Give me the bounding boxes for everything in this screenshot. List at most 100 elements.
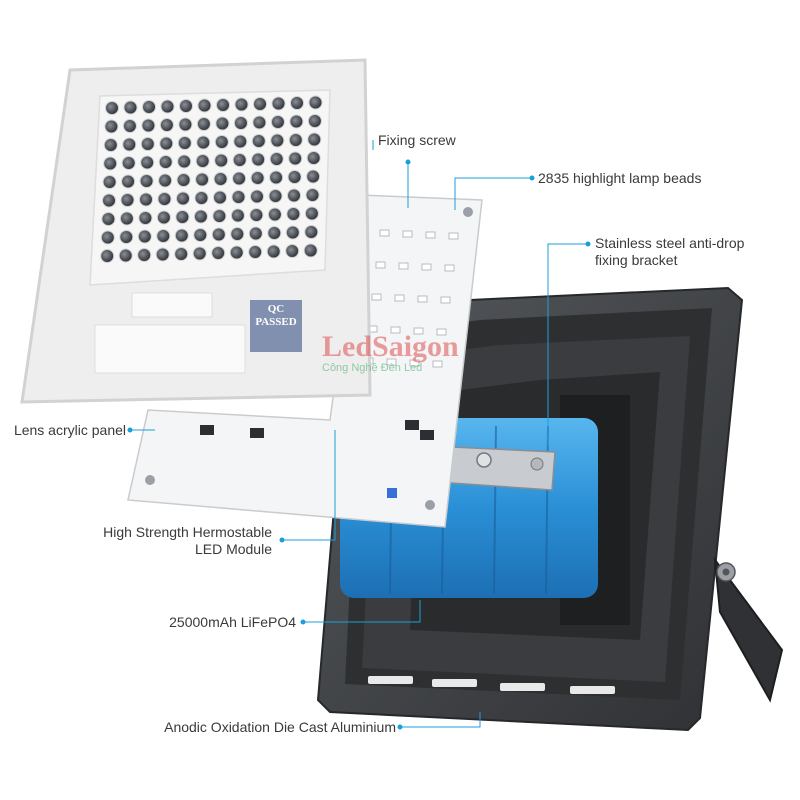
lens-bead <box>104 119 119 134</box>
lens-bead <box>195 172 210 187</box>
lens-bead <box>155 247 170 262</box>
callout-housing: Anodic Oxidation Die Cast Aluminium <box>120 719 396 736</box>
lens-bead <box>100 249 115 263</box>
lens-bead <box>197 98 212 113</box>
lens-bead <box>253 97 267 111</box>
lens-bead <box>211 227 226 242</box>
lens-bead <box>250 189 264 204</box>
lens-bead <box>251 152 266 167</box>
lens-bead <box>270 115 285 129</box>
lens-bead <box>234 97 249 112</box>
lens-bead <box>216 98 230 112</box>
qc-sticker-line1: QC <box>267 303 285 315</box>
lens-bead <box>229 245 244 260</box>
lens-bead <box>250 171 265 185</box>
callout-lens-panel: Lens acrylic panel <box>8 422 126 439</box>
lens-bead <box>196 135 211 150</box>
lens-bead <box>267 207 282 222</box>
callout-dots <box>127 159 591 730</box>
lens-bead <box>174 228 189 243</box>
lens-bead <box>140 155 155 170</box>
callout-battery: 25000mAh LiFePO4 <box>120 614 296 631</box>
lens-bead <box>121 156 136 170</box>
callout-bracket: Stainless steel anti-drop fixing bracket <box>595 235 744 269</box>
callout-lines <box>130 140 588 728</box>
lens-bead <box>193 228 208 242</box>
watermark: LedSaigon Công Nghệ Đèn Led <box>322 330 459 374</box>
led-module-pcb <box>127 194 483 528</box>
lens-bead <box>268 189 283 203</box>
callout-led-module: High Strength Hermostable LED Module <box>60 524 272 558</box>
lens-bead <box>101 212 116 226</box>
lens-bead <box>303 243 318 258</box>
lens-bead <box>120 193 135 207</box>
lens-bead <box>252 115 267 130</box>
lens-bead <box>195 154 210 168</box>
lens-bead <box>177 154 192 169</box>
lens-bead <box>102 193 116 208</box>
lens-bead <box>285 225 300 240</box>
lens-bead <box>213 172 228 186</box>
lens-bead <box>233 116 248 130</box>
lens-bead <box>193 209 208 224</box>
lens-bead <box>159 118 174 132</box>
lens-bead <box>287 188 301 203</box>
lens-bead <box>103 156 118 171</box>
lens-bead <box>307 132 322 147</box>
lens-bead <box>213 190 227 205</box>
lens-bead <box>158 155 173 169</box>
callout-housing-label: Anodic Oxidation Die Cast Aluminium <box>164 719 396 735</box>
lens-bead <box>160 99 175 114</box>
lens-bead <box>119 211 134 226</box>
lens-bead <box>211 246 226 260</box>
lens-bead <box>137 229 152 244</box>
lens-bead <box>269 152 284 166</box>
lens-bead <box>177 136 192 150</box>
qc-sticker-line2: PASSED <box>255 316 297 328</box>
callout-battery-label: 25000mAh LiFePO4 <box>169 614 296 630</box>
lens-bead <box>214 135 229 149</box>
lens-bead <box>267 226 282 240</box>
lens-bead <box>288 133 303 147</box>
lens-bead <box>290 96 304 110</box>
lens-bead <box>248 245 263 259</box>
lens-bead <box>174 247 189 261</box>
lens-bead <box>123 100 138 115</box>
qc-sticker: QC PASSED <box>250 303 302 329</box>
callout-fixing-screw: Fixing screw <box>378 132 456 149</box>
lens-bead <box>137 248 152 262</box>
lens-bead <box>248 226 263 241</box>
lens-bead <box>305 188 320 202</box>
lens-bead <box>142 100 156 114</box>
callout-lamp-beads-label: 2835 highlight lamp beads <box>538 170 702 186</box>
lens-bead <box>233 134 248 149</box>
watermark-brand: LedSaigon <box>322 330 459 363</box>
callout-fixing-screw-label: Fixing screw <box>378 132 456 148</box>
lens-bead <box>122 137 137 152</box>
lens-bead <box>158 173 173 188</box>
lens-bead <box>105 101 119 115</box>
watermark-tagline: Công Nghệ Đèn Led <box>322 362 423 374</box>
callout-bracket-line2: fixing bracket <box>595 252 678 268</box>
lens-bead <box>176 191 190 206</box>
lens-bead <box>157 192 172 206</box>
callout-led-module-line2: LED Module <box>194 541 272 557</box>
lens-bead <box>304 225 319 239</box>
lens-bead <box>232 153 247 167</box>
lens-bead <box>230 227 245 241</box>
lens-bead <box>288 151 303 166</box>
lens-bead <box>266 244 281 259</box>
lens-bead <box>122 119 137 133</box>
lens-bead <box>118 248 133 263</box>
lens-bead <box>138 211 153 225</box>
lens-bead <box>194 191 209 205</box>
lens-bead <box>139 174 154 188</box>
lens-acrylic-panel <box>20 58 372 404</box>
lens-bead <box>178 117 193 132</box>
lens-bead <box>231 190 246 204</box>
lens-bead <box>176 173 191 187</box>
lens-bead <box>103 138 118 152</box>
callout-lamp-beads: 2835 highlight lamp beads <box>538 170 701 187</box>
lens-bead <box>271 96 286 111</box>
lens-bead <box>179 99 193 113</box>
